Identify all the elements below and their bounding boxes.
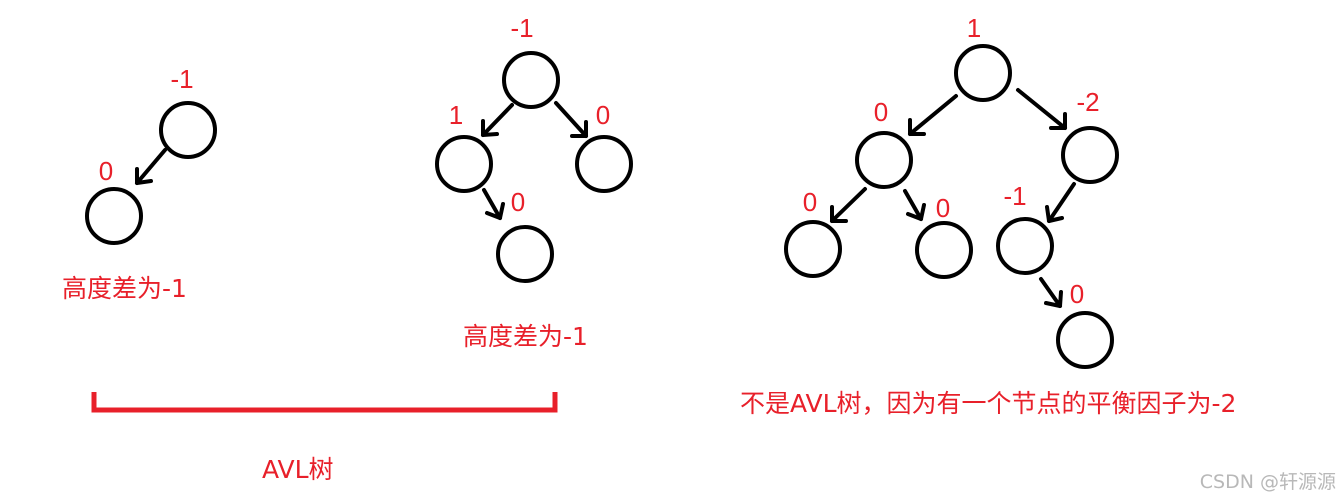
balance-factor: -2 — [1076, 87, 1099, 117]
tree-node — [159, 101, 217, 159]
edge — [1016, 88, 1067, 130]
tree-caption: 高度差为-1 — [463, 322, 588, 351]
balance-factor: 0 — [936, 193, 950, 223]
avl-group-bracket: AVL树 — [91, 392, 558, 484]
bracket-line — [91, 392, 558, 413]
arrowhead — [481, 119, 499, 137]
balance-factor: 0 — [511, 187, 525, 217]
balance-factor: 0 — [874, 97, 888, 127]
balance-factor: -1 — [1003, 181, 1026, 211]
watermark: CSDN @轩源源 — [1200, 471, 1336, 493]
arrowhead — [830, 205, 848, 223]
edge — [908, 94, 958, 136]
balance-factor: 1 — [967, 13, 981, 43]
tree-2: -1 1 0 0 高度差为-1 — [435, 13, 633, 351]
tree-1: -1 0 高度差为-1 — [62, 64, 217, 303]
tree-node — [855, 131, 913, 189]
balance-factor: 0 — [596, 100, 610, 130]
tree-3: 1 0 -2 0 0 -1 0 不是AVL树，因为有一个节点的平衡因子为-2 — [740, 13, 1236, 418]
balance-factor: 1 — [449, 100, 463, 130]
tree-node — [784, 220, 842, 278]
tree-node — [496, 225, 554, 283]
edge — [481, 103, 514, 137]
tree-node — [575, 135, 633, 193]
edge — [903, 189, 923, 221]
tree-node — [435, 135, 493, 193]
tree-caption: 高度差为-1 — [62, 274, 187, 303]
balance-factor: -1 — [510, 13, 533, 43]
balance-factor: 0 — [1070, 279, 1084, 309]
tree-node — [1061, 126, 1119, 184]
tree-caption: 不是AVL树，因为有一个节点的平衡因子为-2 — [740, 389, 1236, 418]
tree-node — [502, 51, 560, 109]
group-label: AVL树 — [262, 455, 334, 484]
edge — [1039, 277, 1062, 308]
arrowhead — [135, 167, 153, 185]
arrowhead — [570, 120, 588, 138]
balance-factor: 0 — [803, 187, 817, 217]
arrowhead — [1045, 205, 1064, 223]
tree-node — [954, 44, 1012, 102]
edge — [482, 188, 502, 220]
tree-node — [996, 217, 1054, 275]
arrowhead — [1044, 290, 1063, 308]
balance-factor: -1 — [170, 64, 193, 94]
arrowhead — [485, 202, 505, 220]
balance-factor: 0 — [99, 156, 113, 186]
tree-node — [1056, 311, 1114, 369]
edge — [830, 187, 867, 223]
arrowhead — [1049, 112, 1067, 130]
edge — [1047, 182, 1076, 223]
edge — [554, 101, 588, 138]
edge — [135, 148, 167, 185]
arrowhead — [908, 118, 926, 136]
tree-node — [85, 187, 143, 245]
arrowhead — [906, 203, 926, 221]
tree-node — [915, 221, 973, 279]
